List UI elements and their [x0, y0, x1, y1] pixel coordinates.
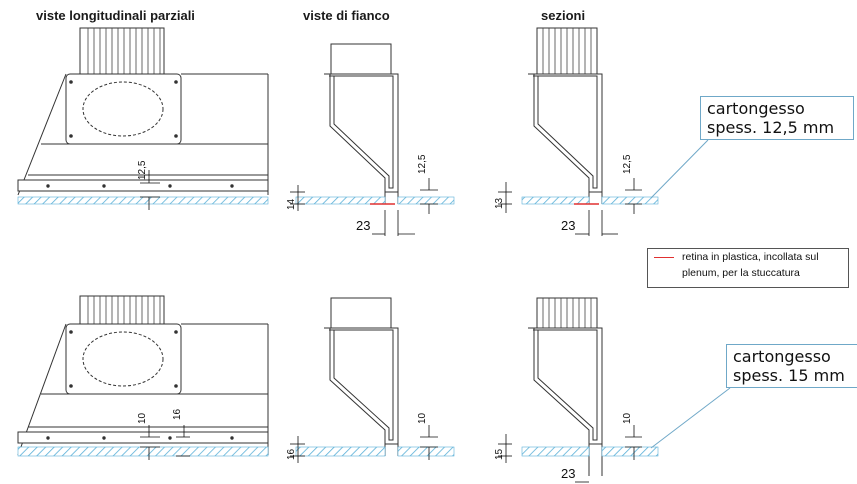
- board-hatch-long-top: [17, 196, 269, 205]
- dim-top-sec-offset: 13: [494, 197, 505, 209]
- longitudinal-view-bottom: [17, 295, 269, 456]
- callout-bottom-line2: spess. 15 mm: [733, 366, 845, 385]
- longitudinal-view-top: [17, 27, 269, 196]
- dim-top-sec-width: 23: [561, 218, 575, 233]
- board-hatch-sec-bottom-r: [601, 446, 659, 457]
- dim-bot-side-board: 10: [417, 412, 428, 424]
- side-view-top: [324, 43, 399, 204]
- side-view-bottom: [324, 297, 399, 456]
- dim-bot-long-board-b: 16: [172, 408, 183, 420]
- dim-bot-sec-board: 10: [622, 412, 633, 424]
- section-view-top: [528, 27, 603, 204]
- section-view-bottom: [528, 297, 603, 476]
- dim-bot-side-offset: 16: [286, 448, 297, 460]
- callout-top-line2: spess. 12,5 mm: [707, 118, 835, 137]
- board-hatch-side-top-r: [397, 196, 455, 205]
- header-side-views: viste di fianco: [303, 8, 390, 23]
- dim-bot-sec-offset: 15: [494, 448, 505, 460]
- dim-top-sec-board: 12,5: [622, 154, 633, 174]
- dim-top-side-offset: 14: [286, 198, 297, 210]
- board-hatch-sec-top-r: [601, 196, 659, 205]
- leader-bottom: [650, 387, 731, 449]
- callout-board-15: cartongesso spess. 15 mm: [726, 344, 857, 388]
- dim-top-side-width: 23: [356, 218, 370, 233]
- board-hatch-sec-top: [521, 196, 590, 205]
- callout-top-line1: cartongesso: [707, 99, 805, 118]
- callout-bottom-line1: cartongesso: [733, 347, 831, 366]
- legend-text-line2: plenum, per la stuccatura: [682, 267, 800, 279]
- legend-mesh: retina in plastica, incollata sul plenum…: [647, 248, 849, 288]
- board-hatch-side-bottom: [295, 446, 386, 457]
- board-hatch-side-top: [295, 196, 386, 205]
- dimension-lines: [140, 170, 642, 483]
- header-longitudinal: viste longitudinali parziali: [36, 8, 195, 23]
- dim-top-side-board: 12,5: [417, 154, 428, 174]
- board-hatch-side-bottom-r: [397, 446, 455, 457]
- leader-top: [650, 139, 709, 199]
- board-hatch-sec-bottom: [521, 446, 590, 457]
- dim-top-long-board: 12,5: [137, 160, 148, 180]
- callout-board-12-5: cartongesso spess. 12,5 mm: [700, 96, 854, 140]
- header-sections: sezioni: [541, 8, 586, 23]
- board-hatch-long-bottom: [17, 446, 269, 457]
- legend-swatch: [654, 257, 674, 258]
- dim-bot-long-board-a: 10: [137, 412, 148, 424]
- legend-text-line1: retina in plastica, incollata sul: [682, 251, 819, 263]
- dim-bot-sec-width: 23: [561, 466, 575, 481]
